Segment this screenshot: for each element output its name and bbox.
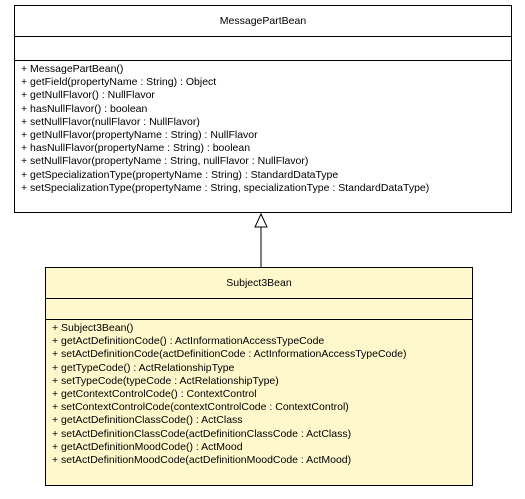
operation: + setActDefinitionCode(actDefinitionCode… <box>52 348 407 361</box>
operation: + hasNullFlavor(propertyName : String) :… <box>21 142 251 155</box>
operation: + setTypeCode(typeCode : ActRelationship… <box>52 374 279 387</box>
operation: + setNullFlavor(propertyName : String, n… <box>21 155 309 168</box>
operation: + setActDefinitionMoodCode(actDefinition… <box>52 454 352 467</box>
operation: + Subject3Bean() <box>52 322 134 334</box>
operation: + getNullFlavor(propertyName : String) :… <box>21 129 258 142</box>
class-name: Subject3Bean <box>46 268 472 299</box>
attributes-compartment <box>15 37 511 61</box>
operation: + getActDefinitionClassCode() : ActClass <box>52 414 243 427</box>
operation: + getSpecializationType(propertyName : S… <box>21 168 339 181</box>
operation: + setContextControlCode(contextControlCo… <box>52 401 349 414</box>
generalization-arrowhead <box>254 212 268 228</box>
operation: + setActDefinitionClassCode(actDefinitio… <box>52 427 352 440</box>
class-subject3bean: Subject3Bean + Subject3Bean() + getActDe… <box>45 267 473 486</box>
operation: + hasNullFlavor() : boolean <box>21 102 148 115</box>
operation: + getContextControlCode() : ContextContr… <box>52 388 257 401</box>
operations-compartment: + Subject3Bean() + getActDefinitionCode(… <box>46 320 472 467</box>
operation: + setNullFlavor(nullFlavor : NullFlavor) <box>21 115 200 128</box>
attributes-compartment <box>46 299 472 320</box>
operation: + getActDefinitionMoodCode() : ActMood <box>52 440 243 453</box>
class-name: MessagePartBean <box>15 6 511 37</box>
operation: + getTypeCode() : ActRelationshipType <box>52 361 235 374</box>
operations-compartment: + MessagePartBean() + getField(propertyN… <box>15 61 511 195</box>
operation: + getNullFlavor() : NullFlavor <box>21 89 155 102</box>
operation: + MessagePartBean() <box>21 63 124 75</box>
operation: + getField(propertyName : String) : Obje… <box>21 76 217 89</box>
class-messagepartbean: MessagePartBean + MessagePartBean() + ge… <box>14 5 512 213</box>
operation: + getActDefinitionCode() : ActInformatio… <box>52 335 325 348</box>
operation: + setSpecializationType(propertyName : S… <box>21 181 430 194</box>
